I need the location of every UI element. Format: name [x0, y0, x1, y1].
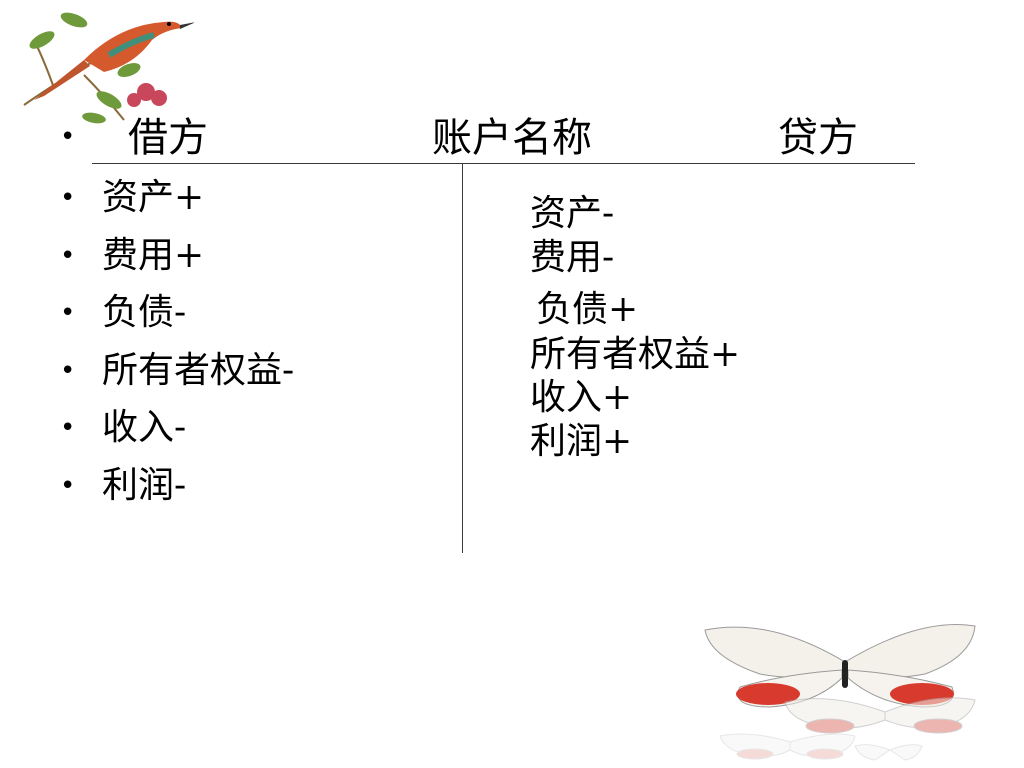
bird-illustration	[23, 12, 194, 124]
t-account-horizontal-rule	[92, 163, 915, 164]
t-account-header: • 借方 账户名称 贷方	[0, 108, 1024, 168]
list-item: 费用-	[530, 237, 615, 278]
list-item: 资产-	[530, 193, 615, 234]
debit-heading: 借方	[128, 115, 208, 161]
account-name-heading: 账户名称	[432, 115, 592, 161]
list-item: 收入+	[530, 377, 633, 418]
bullet-marker: •	[60, 122, 76, 152]
credit-heading: 贷方	[778, 115, 858, 161]
t-account-vertical-rule	[462, 163, 463, 553]
list-item: 利润+	[530, 421, 633, 462]
list-item: 负债+	[536, 289, 639, 330]
butterflies-illustration	[704, 624, 976, 761]
list-item: 所有者权益+	[530, 334, 741, 375]
